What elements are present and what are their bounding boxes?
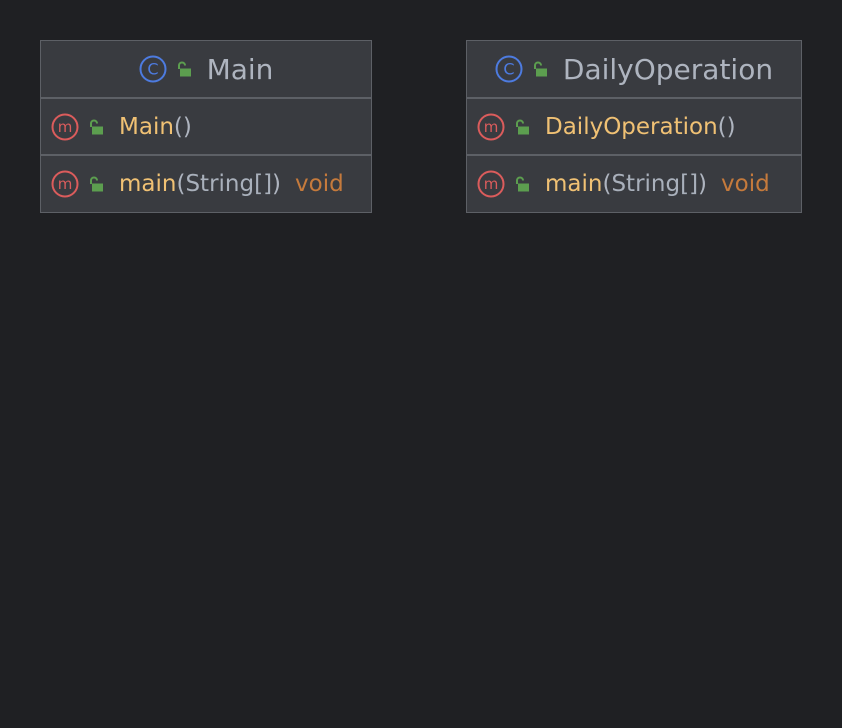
method-name: Main xyxy=(119,113,174,140)
method-icon: m xyxy=(477,170,505,198)
method-signature: Main() xyxy=(119,114,192,140)
method-signature: main(String[]) xyxy=(119,171,281,197)
public-lock-icon xyxy=(516,119,529,134)
close-paren: ) xyxy=(272,171,282,197)
open-paren: ( xyxy=(176,171,186,197)
return-type: void xyxy=(295,171,344,197)
method-row-main[interactable]: m main(String[]) void xyxy=(41,156,371,212)
public-lock-icon xyxy=(177,61,191,77)
method-params: String[] xyxy=(185,171,273,197)
class-header[interactable]: C DailyOperation xyxy=(467,41,801,99)
svg-text:C: C xyxy=(147,60,158,79)
method-name: DailyOperation xyxy=(545,113,718,140)
open-paren: ( xyxy=(717,113,727,140)
uml-class-main[interactable]: C Main m Main() m main(String[]) void xyxy=(40,40,372,213)
public-lock-icon xyxy=(90,119,103,134)
method-params: String[] xyxy=(611,171,699,197)
close-paren: ) xyxy=(726,113,736,140)
method-signature: DailyOperation() xyxy=(545,114,736,140)
return-type: void xyxy=(721,171,770,197)
close-paren: ) xyxy=(182,113,192,140)
open-paren: ( xyxy=(173,113,183,140)
class-header[interactable]: C Main xyxy=(41,41,371,99)
svg-text:m: m xyxy=(58,175,73,193)
svg-text:m: m xyxy=(484,118,499,136)
public-lock-icon xyxy=(516,176,529,192)
method-row-main[interactable]: m main(String[]) void xyxy=(467,156,801,212)
public-lock-icon xyxy=(533,61,547,77)
uml-class-dailyoperation[interactable]: C DailyOperation m DailyOperation() m ma… xyxy=(466,40,802,213)
close-paren: ) xyxy=(698,171,708,197)
method-icon: m xyxy=(477,113,505,140)
class-icon: C xyxy=(139,55,167,83)
method-icon: m xyxy=(51,113,79,140)
class-icon: C xyxy=(495,55,523,83)
class-name: DailyOperation xyxy=(562,52,774,86)
method-signature: main(String[]) xyxy=(545,171,707,197)
svg-text:m: m xyxy=(484,175,499,193)
svg-text:C: C xyxy=(503,60,514,79)
open-paren: ( xyxy=(602,171,612,197)
method-icon: m xyxy=(51,170,79,198)
svg-text:m: m xyxy=(58,118,73,136)
method-row-constructor[interactable]: m Main() xyxy=(41,99,371,156)
method-name: main xyxy=(119,171,177,197)
public-lock-icon xyxy=(90,176,103,192)
method-row-constructor[interactable]: m DailyOperation() xyxy=(467,99,801,156)
method-name: main xyxy=(545,171,603,197)
class-name: Main xyxy=(206,52,274,86)
